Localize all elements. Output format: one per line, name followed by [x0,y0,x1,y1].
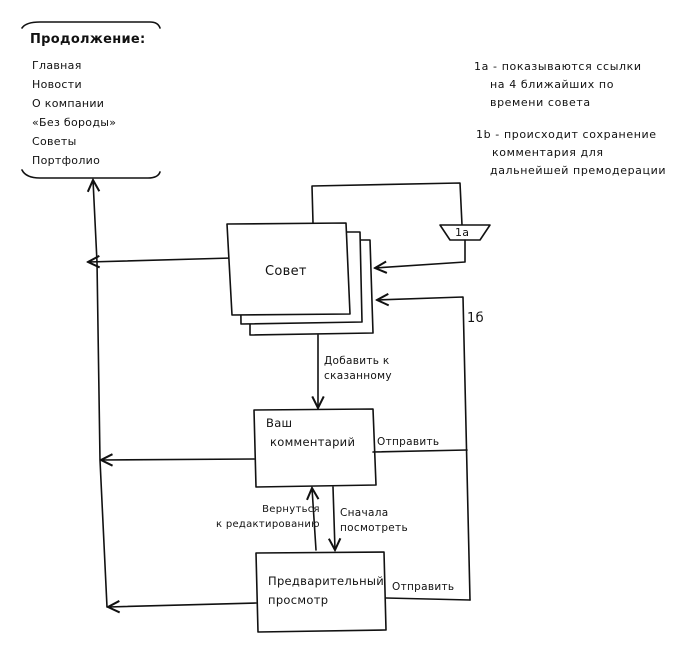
edge-preview-to-comment [312,488,316,551]
nav-item-advice[interactable]: Советы [32,135,77,148]
edge-preview-send [385,597,471,601]
continuation-bracket-top [21,21,161,29]
preview-box [255,551,387,633]
nav-item-home[interactable]: Главная [32,59,82,72]
edge-label-add-to-said: Добавить к сказанному [324,354,392,384]
note-1a: 1а - показываются ссылки на 4 ближайших … [474,58,642,112]
nav-item-news[interactable]: Новости [32,78,82,91]
note-1b: 1b - происходит сохранение комментария д… [476,126,666,180]
marker-1a-label: 1а [455,226,470,239]
edge-label-return-edit: Вернуться к редактированию [216,502,320,532]
edge-label-line: Добавить к [324,355,390,367]
edge-comment-to-preview [333,486,335,550]
edge-label-line: сказанному [324,370,392,382]
advice-card-front [226,222,351,316]
note-1a-line: времени совета [490,96,591,109]
edge-label-1b: 1б [467,311,484,326]
nav-item-portfolio[interactable]: Портфолио [32,154,101,167]
edge-label-line: Сначала [340,507,389,519]
edge-preview-to-left [108,603,257,607]
advice-node-label: Совет [265,264,307,279]
edge-label-preview-first: Сначала посмотреть [340,506,408,536]
note-1b-line: комментария для [492,146,604,159]
continuation-nav: Главная Новости О компании «Без бороды» … [32,56,116,170]
edge-advice-to-1a [311,182,463,226]
edge-label-line: к редактированию [216,519,320,530]
comment-node-label: Ваш комментарий [266,414,355,452]
continuation-bracket-bottom [21,169,161,179]
nav-item-no-beard[interactable]: «Без бороды» [32,116,117,129]
edge-label-send-preview: Отправить [392,581,455,593]
preview-node-line: просмотр [268,593,329,607]
nav-item-about[interactable]: О компании [32,97,105,110]
note-1a-line: 1а - показываются ссылки [474,60,642,73]
preview-node-line: Предварительный [268,574,385,588]
continuation-title: Продолжение: [30,32,146,47]
note-1b-line: 1b - происходит сохранение [476,128,657,141]
edge-advice-to-left [88,258,233,262]
edge-comment-to-left [101,459,255,460]
comment-node-line: комментарий [270,435,356,449]
note-1b-line: дальнейшей премодерации [490,164,667,177]
note-1a-line: на 4 ближайших по [490,78,615,91]
comment-node-line: Ваш [266,416,293,430]
left-return-line [93,180,108,608]
edge-comment-send [372,449,468,453]
edge-1b-to-advice [377,297,471,601]
comment-box [253,408,377,488]
preview-node-label: Предварительный просмотр [268,572,384,610]
marker-1a-shape [439,224,491,241]
edge-label-line: Вернуться [262,504,320,515]
edge-1a-to-advice [375,239,466,268]
edge-label-send-comment: Отправить [377,436,440,448]
edge-label-line: посмотреть [340,522,408,534]
